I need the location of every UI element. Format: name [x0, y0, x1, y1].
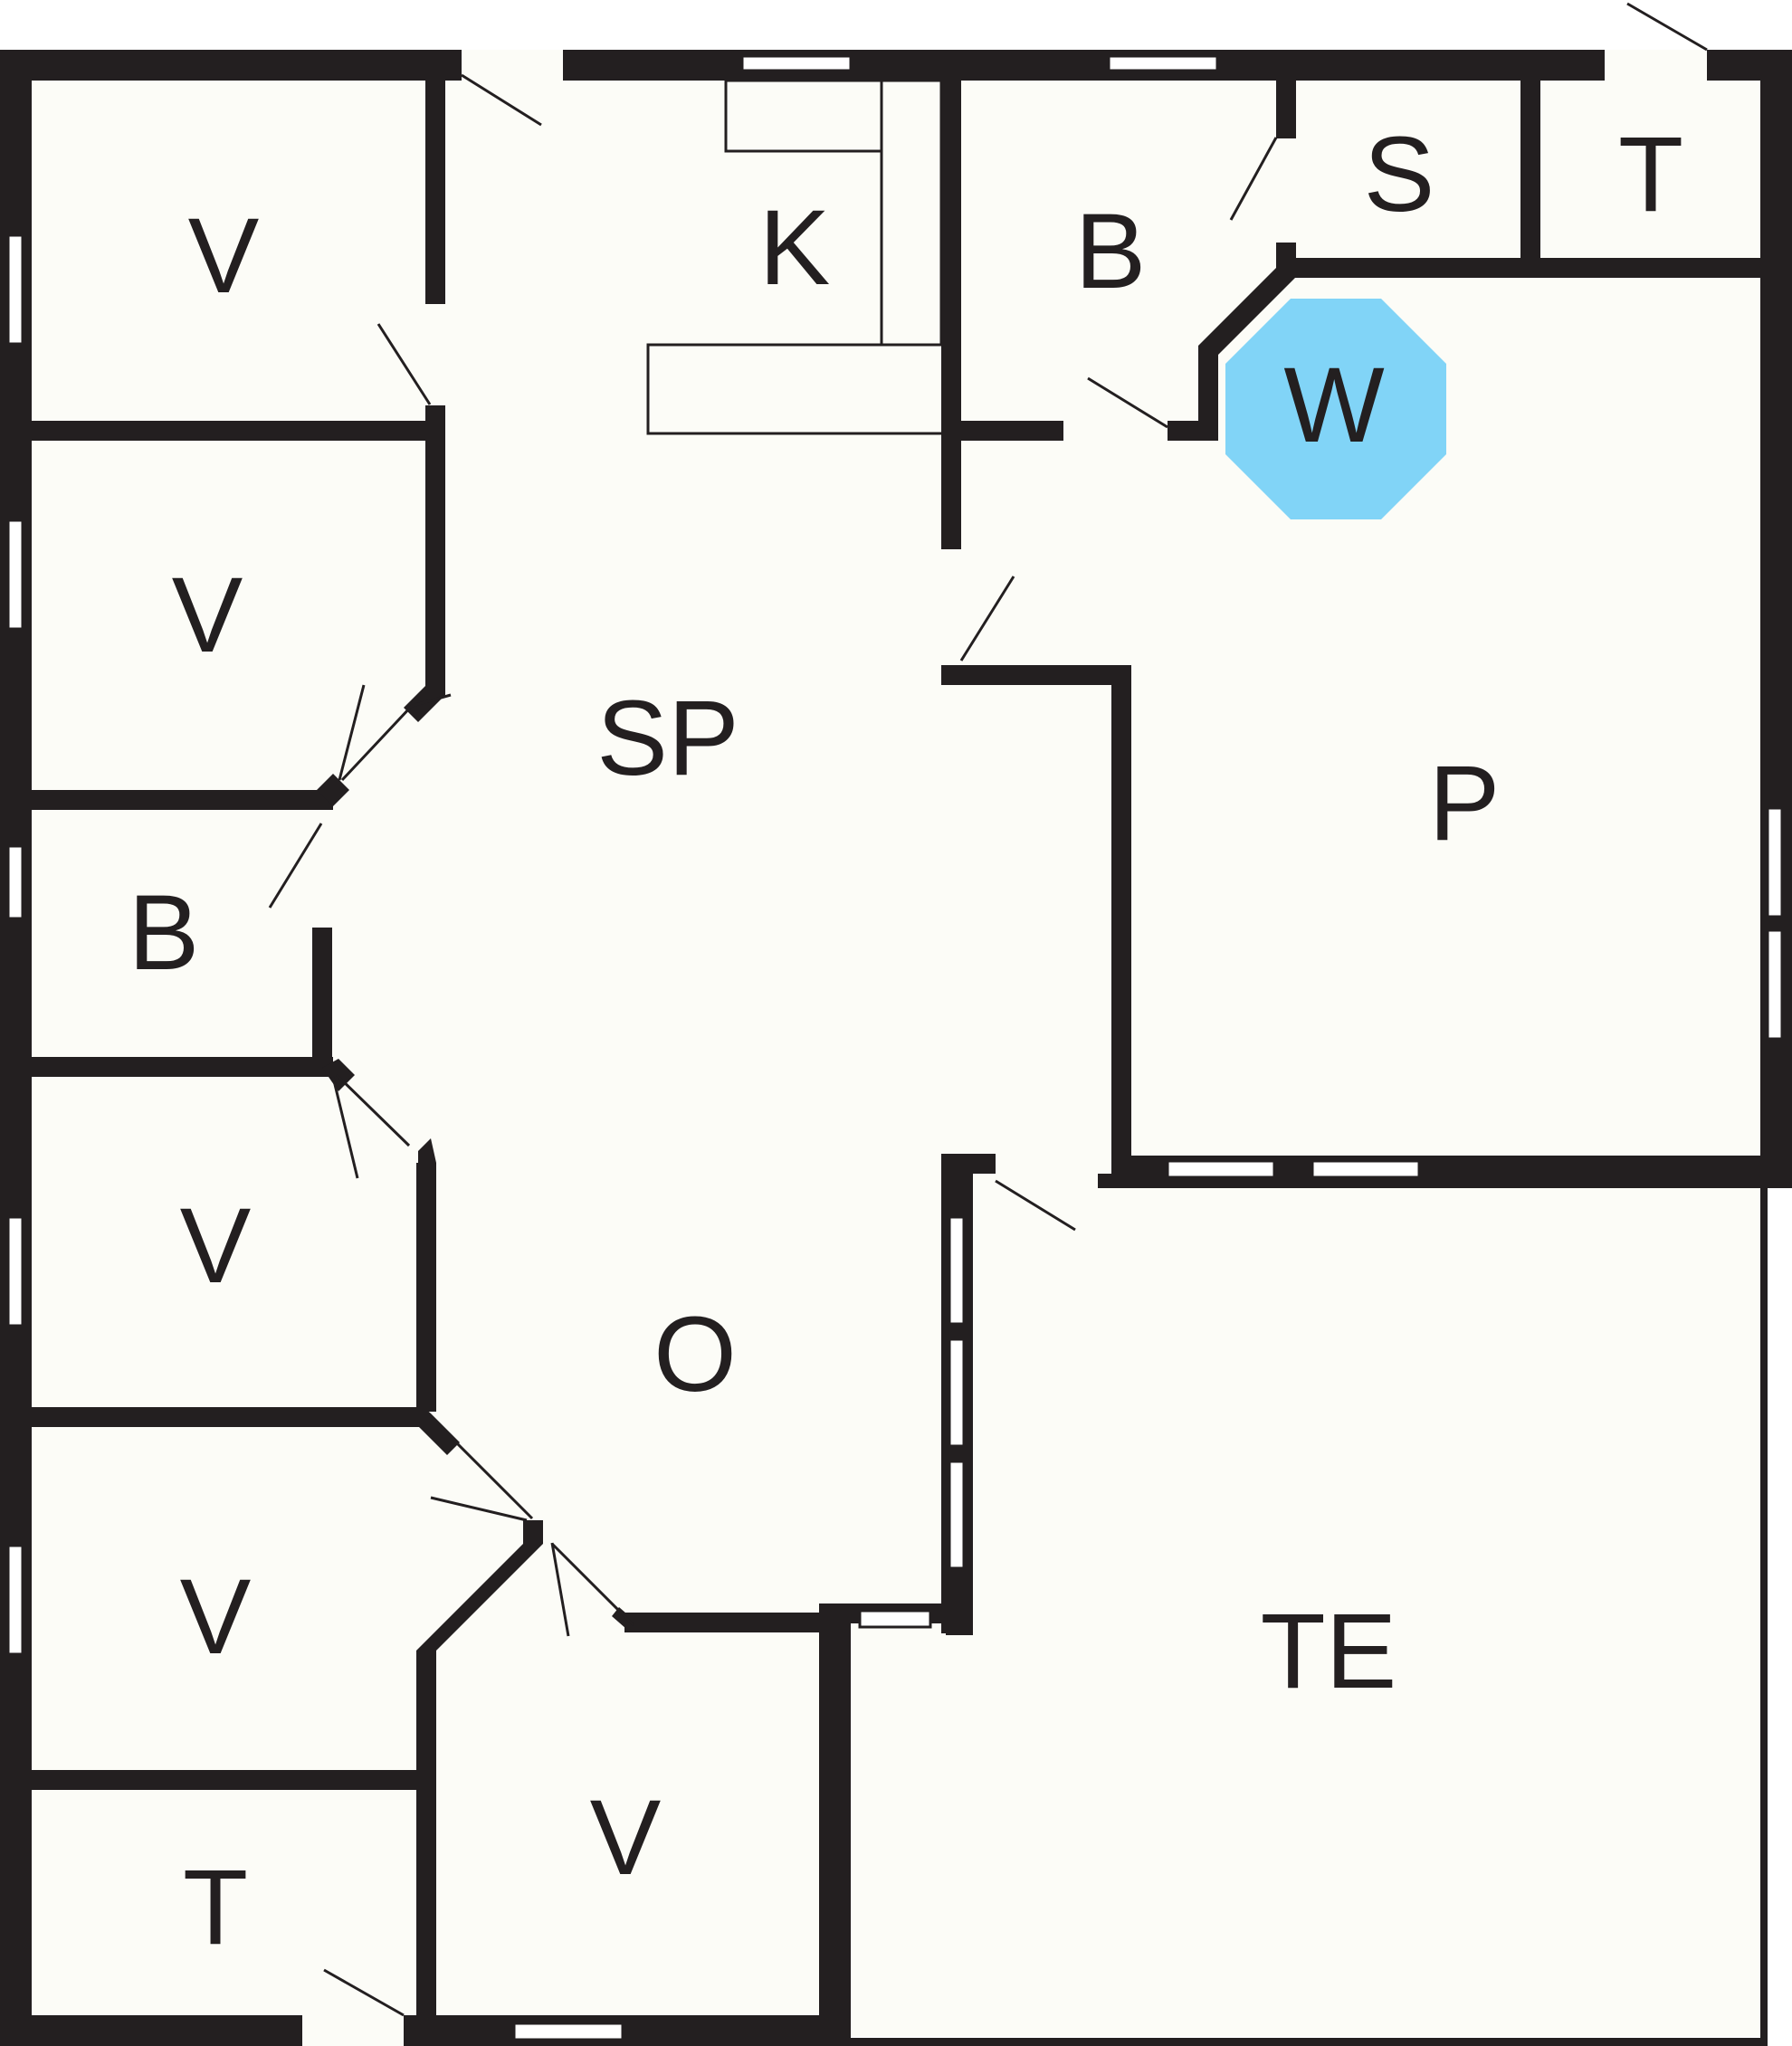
- window: [948, 1460, 966, 1570]
- room-label-v5: V: [590, 1778, 662, 1898]
- fireplace-label: W: [1283, 346, 1384, 465]
- room-label-te: TE: [1261, 1592, 1397, 1711]
- window: [1311, 1159, 1421, 1179]
- fireplace-octagon-icon: [1225, 299, 1446, 519]
- room-label-b-left: B: [129, 873, 200, 993]
- floor-area: [16, 62, 1760, 2036]
- window: [948, 1215, 966, 1326]
- room-label-v2: V: [172, 556, 243, 675]
- room-label-t-top: T: [1618, 115, 1683, 234]
- kitchen-island: [646, 343, 950, 435]
- room-label-o: O: [653, 1295, 737, 1414]
- door-openings: [302, 50, 1707, 2046]
- room-labels: V V B V V T V K SP O B S T P TE W: [129, 115, 1683, 1967]
- interior-walls: [16, 62, 1760, 2038]
- window: [740, 54, 853, 72]
- room-label-t-bottom: T: [183, 1848, 248, 1967]
- room-label-v4: V: [180, 1557, 252, 1677]
- window: [1166, 1159, 1276, 1179]
- kitchen-fixtures: [646, 79, 950, 435]
- window: [948, 1337, 966, 1448]
- window: [6, 233, 24, 346]
- room-label-v3: V: [180, 1186, 252, 1306]
- window: [6, 844, 24, 920]
- room-label-sp: SP: [596, 679, 739, 798]
- door-swings: [268, 2, 1708, 2017]
- window: [1766, 806, 1784, 918]
- window: [6, 519, 24, 631]
- window: [6, 1215, 24, 1328]
- window: [512, 2022, 624, 2041]
- room-label-b-top: B: [1075, 192, 1147, 311]
- window: [1107, 54, 1219, 72]
- window: [858, 1609, 932, 1629]
- room-label-p: P: [1429, 744, 1501, 863]
- room-label-v1: V: [188, 196, 260, 316]
- window: [1766, 928, 1784, 1041]
- window: [6, 1544, 24, 1656]
- room-label-k: K: [759, 188, 831, 308]
- room-label-s: S: [1364, 115, 1435, 234]
- windows: [6, 54, 1784, 2041]
